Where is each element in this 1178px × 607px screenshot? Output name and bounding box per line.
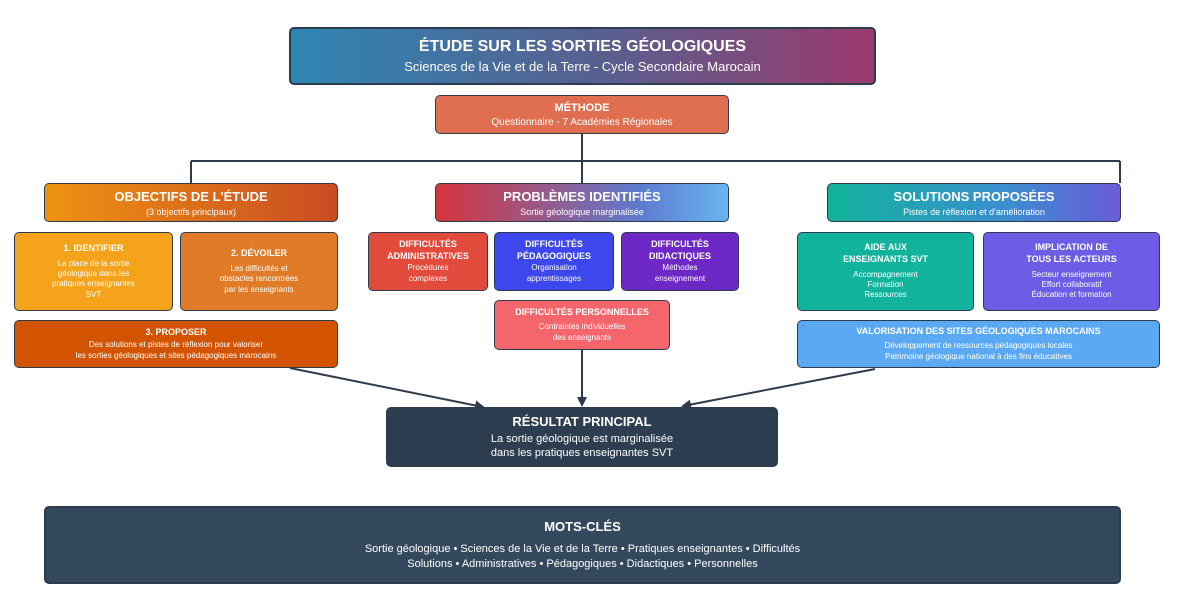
solution-geosites-card: VALORISATION DES SITES GÉOLOGIQUES MAROC… bbox=[797, 320, 1160, 368]
method-box: MÉTHODE Questionnaire - 7 Académies Régi… bbox=[435, 95, 729, 134]
solution-teacher-support-card: AIDE AUX ENSEIGNANTS SVT Accompagnement … bbox=[797, 232, 974, 311]
solution-text: Développement de ressources pédagogiques… bbox=[884, 341, 1073, 361]
objective-text: Les difficultés et obstacles rencontrées… bbox=[219, 263, 299, 294]
difficulty-title: DIFFICULTÉS PÉDAGOGIQUES bbox=[516, 238, 591, 261]
solutions-header-subtitle: Pistes de réflexion et d'amélioration bbox=[903, 206, 1045, 217]
title-box: ÉTUDE SUR LES SORTIES GÉOLOGIQUES Scienc… bbox=[289, 27, 876, 85]
difficulty-title: DIFFICULTÉS PERSONNELLES bbox=[515, 306, 649, 317]
difficulty-title: DIFFICULTÉS DIDACTIQUES bbox=[648, 238, 711, 261]
difficulty-title: DIFFICULTÉS ADMINISTRATIVES bbox=[387, 238, 469, 261]
objectives-header-title: OBJECTIFS DE L'ÉTUDE bbox=[114, 188, 268, 204]
difficulty-pedagogical-card: DIFFICULTÉS PÉDAGOGIQUES Organisation ap… bbox=[494, 232, 614, 291]
objective-text: La place de la sortie géologique dans le… bbox=[52, 258, 135, 299]
solution-stakeholders-card: IMPLICATION DE TOUS LES ACTEURS Secteur … bbox=[983, 232, 1160, 311]
main-result-box: RÉSULTAT PRINCIPAL La sortie géologique … bbox=[386, 407, 778, 467]
solutions-header: SOLUTIONS PROPOSÉES Pistes de réflexion … bbox=[827, 183, 1121, 222]
difficulty-didactic-card: DIFFICULTÉS DIDACTIQUES Méthodes enseign… bbox=[621, 232, 739, 291]
solution-title: VALORISATION DES SITES GÉOLOGIQUES MAROC… bbox=[856, 325, 1101, 336]
objective-reveal-card: 2. DÉVOILER Les difficultés et obstacles… bbox=[180, 232, 338, 311]
keywords-title: MOTS-CLÉS bbox=[544, 519, 621, 535]
solutions-header-title: SOLUTIONS PROPOSÉES bbox=[893, 188, 1055, 204]
difficulty-personal-card: DIFFICULTÉS PERSONNELLES Contraintes ind… bbox=[494, 300, 670, 350]
difficulty-text: Méthodes enseignement bbox=[654, 263, 706, 283]
keywords-text: Sortie géologique • Sciences de la Vie e… bbox=[364, 543, 801, 570]
difficulty-administrative-card: DIFFICULTÉS ADMINISTRATIVES Procédures c… bbox=[368, 232, 488, 291]
solution-title: IMPLICATION DE TOUS LES ACTEURS bbox=[1026, 242, 1117, 264]
method-title: MÉTHODE bbox=[554, 101, 610, 114]
result-title: RÉSULTAT PRINCIPAL bbox=[512, 413, 652, 429]
solution-text: Secteur enseignement Effort collaboratif… bbox=[1031, 269, 1112, 300]
objective-text: Des solutions et pistes de réflexion pou… bbox=[75, 340, 277, 360]
objective-propose-card: 3. PROPOSER Des solutions et pistes de r… bbox=[14, 320, 338, 368]
difficulty-text: Organisation apprentissages bbox=[526, 263, 582, 283]
objectives-header: OBJECTIFS DE L'ÉTUDE (3 objectifs princi… bbox=[44, 183, 338, 222]
solution-title: AIDE AUX ENSEIGNANTS SVT bbox=[842, 242, 928, 264]
objective-title: 3. PROPOSER bbox=[145, 326, 207, 337]
title-subtitle: Sciences de la Vie et de la Terre - Cycl… bbox=[404, 59, 761, 74]
result-text: La sortie géologique est marginalisée da… bbox=[490, 432, 674, 459]
arrow-objectives-to-result bbox=[289, 367, 485, 411]
problems-header-subtitle: Sortie géologique marginalisée bbox=[520, 206, 644, 217]
problems-header: PROBLÈMES IDENTIFIÉS Sortie géologique m… bbox=[435, 183, 729, 222]
objective-title: 1. IDENTIFIER bbox=[63, 242, 124, 253]
arrow-solutions-to-result bbox=[681, 368, 876, 410]
problems-header-title: PROBLÈMES IDENTIFIÉS bbox=[503, 188, 661, 204]
objective-title: 2. DÉVOILER bbox=[230, 248, 287, 259]
objective-identify-card: 1. IDENTIFIER La place de la sortie géol… bbox=[14, 232, 173, 311]
keywords-box: MOTS-CLÉS Sortie géologique • Sciences d… bbox=[44, 506, 1121, 584]
method-subtitle: Questionnaire - 7 Académies Régionales bbox=[491, 116, 673, 128]
title-main: ÉTUDE SUR LES SORTIES GÉOLOGIQUES bbox=[418, 38, 747, 55]
solution-text: Accompagnement Formation Ressources bbox=[853, 269, 918, 300]
difficulty-text: Contraintes individuelles des enseignant… bbox=[538, 322, 626, 342]
objectives-header-subtitle: (3 objectifs principaux) bbox=[145, 206, 237, 217]
difficulty-text: Procédures complexes bbox=[407, 263, 449, 283]
